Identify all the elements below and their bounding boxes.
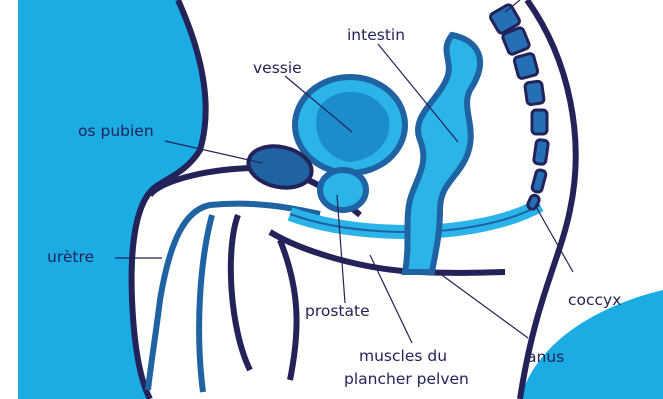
label-muscles-line1: muscles du — [359, 347, 447, 365]
label-os-pubien: os pubien — [78, 122, 154, 140]
label-coccyx: coccyx — [568, 291, 621, 309]
label-vessie: vessie — [253, 59, 302, 77]
label-anus: anus — [527, 348, 564, 366]
label-muscles-line2: plancher pelven — [344, 370, 469, 388]
label-prostate: prostate — [305, 302, 370, 320]
prostate-gland — [320, 170, 366, 210]
label-intestin: intestin — [347, 26, 405, 44]
label-uretre: urètre — [47, 248, 94, 266]
